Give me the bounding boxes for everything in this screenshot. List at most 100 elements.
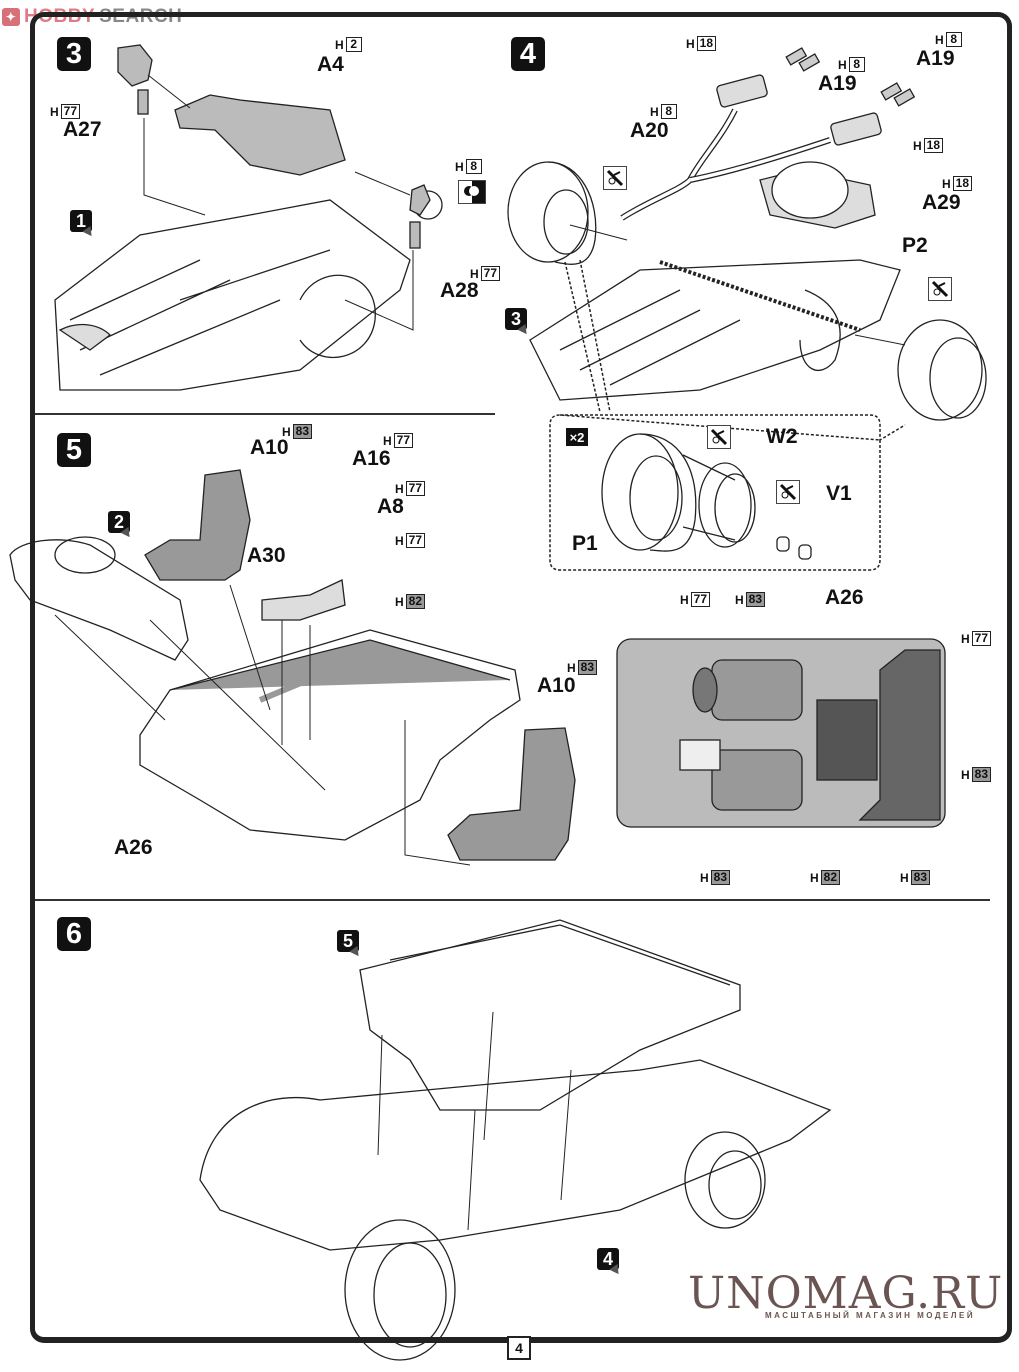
- step3-part-a28-drawing: [409, 184, 443, 249]
- part-label-a30: A30: [247, 544, 286, 567]
- color-code-box: 83: [577, 660, 598, 675]
- part-label-a20: A20: [630, 119, 669, 142]
- wheel-detail-callout: [549, 414, 906, 571]
- step-4-badge: 4: [511, 37, 545, 71]
- color-code-box: 18: [952, 176, 973, 191]
- color-prefix: H: [961, 767, 970, 782]
- top-view-color-h83-rear-floor: H 83: [900, 870, 931, 885]
- step5-tub-a26-drawing: [139, 629, 521, 841]
- top-view-part-label-a26: A26: [825, 586, 864, 609]
- color-code-box: 83: [745, 592, 766, 607]
- step4-right-wheel-drawing: [897, 319, 987, 421]
- color-code-a4: H 2: [335, 37, 362, 52]
- top-view-color-h77-wheel: H 77: [680, 592, 711, 607]
- color-code-muffler-left: H 18: [686, 36, 717, 51]
- color-code-a27: H 77: [50, 104, 81, 119]
- subassembly-ref-3: 3: [505, 308, 527, 330]
- part-label-p1: P1: [572, 532, 598, 555]
- color-code-a29: H 18: [942, 176, 973, 191]
- step4-chassis-drawing: [529, 259, 901, 401]
- color-code-box: 77: [971, 631, 992, 646]
- color-prefix: H: [735, 592, 744, 607]
- color-prefix: H: [50, 104, 59, 119]
- color-code-box: 77: [60, 104, 81, 119]
- part-label-a28: A28: [440, 279, 479, 302]
- part-label-a27: A27: [63, 118, 102, 141]
- step6-chassis-drawing: [199, 1059, 832, 1361]
- step5-console-a30-drawing: [261, 579, 346, 621]
- color-code-box: 18: [923, 138, 944, 153]
- color-code-box: 83: [710, 870, 731, 885]
- step-6-badge: 6: [57, 917, 91, 951]
- color-code-a19-right: H 8: [935, 32, 962, 47]
- color-code-a10-left: H 83: [282, 424, 313, 439]
- color-code-box: 77: [405, 481, 426, 496]
- wheel-detail-drawing: [601, 433, 812, 560]
- step5-seat-a10-left-drawing: [144, 469, 251, 581]
- part-label-v1: V1: [826, 482, 852, 505]
- color-prefix: H: [470, 266, 479, 281]
- color-code-box: 77: [480, 266, 501, 281]
- color-code-box: 83: [971, 767, 992, 782]
- color-prefix: H: [942, 176, 951, 191]
- step4-part-a29-drawing: [759, 161, 876, 229]
- color-code-a20: H 8: [650, 104, 677, 119]
- color-prefix: H: [935, 32, 944, 47]
- color-prefix: H: [650, 104, 659, 119]
- part-label-a16: A16: [352, 447, 391, 470]
- step5-dashboard-drawing: [9, 536, 189, 661]
- unomag-watermark-title: UNOMAG.RU: [688, 1268, 1004, 1319]
- part-label-w2: W2: [766, 425, 798, 448]
- color-code-box: 77: [393, 433, 414, 448]
- part-label-a29: A29: [922, 191, 961, 214]
- color-code-a28-h8: H 8: [455, 159, 482, 174]
- part-label-a26: A26: [114, 836, 153, 859]
- color-prefix: H: [395, 594, 404, 609]
- page-number: 4: [507, 1336, 531, 1360]
- color-prefix: H: [395, 533, 404, 548]
- color-prefix: H: [455, 159, 464, 174]
- step5-seat-a10-right-drawing: [447, 727, 576, 861]
- part-label-a19-right: A19: [916, 47, 955, 70]
- top-view-color-h77-rear: H 77: [961, 631, 992, 646]
- part-label-a10-left: A10: [250, 436, 289, 459]
- step-3-badge: 3: [57, 37, 91, 71]
- color-code-box: 8: [465, 159, 482, 174]
- color-prefix: H: [700, 870, 709, 885]
- no-glue-icon: [928, 277, 952, 301]
- color-code-a28: H 77: [470, 266, 501, 281]
- no-glue-icon: [707, 425, 731, 449]
- color-prefix: H: [335, 37, 344, 52]
- top-view-color-h83-seat: H 83: [735, 592, 766, 607]
- color-prefix: H: [686, 36, 695, 51]
- color-prefix: H: [838, 57, 847, 72]
- top-view-color-h83-belt: H 83: [961, 767, 992, 782]
- color-code-box: 8: [945, 32, 962, 47]
- section-divider: [35, 899, 990, 901]
- part-label-a8: A8: [377, 495, 404, 518]
- black-white-paint-icon: [458, 180, 486, 204]
- color-code-box: 77: [690, 592, 711, 607]
- step6-interior-drawing: [359, 919, 741, 1111]
- color-code-box: 2: [345, 37, 362, 52]
- step-5-badge: 5: [57, 433, 91, 467]
- color-prefix: H: [900, 870, 909, 885]
- subassembly-ref-2: 2: [108, 511, 130, 533]
- no-glue-icon: [603, 166, 627, 190]
- step3-part-a4-drawing: [174, 94, 346, 176]
- color-code-a30: H 77: [395, 533, 426, 548]
- color-prefix: H: [395, 481, 404, 496]
- flame-icon: ✦: [2, 8, 20, 26]
- step3-chassis-drawing: [54, 199, 411, 391]
- part-label-p2: P2: [902, 234, 928, 257]
- color-code-a16: H 77: [383, 433, 414, 448]
- color-code-box: 77: [405, 533, 426, 548]
- part-label-a19-left: A19: [818, 72, 857, 95]
- subassembly-ref-5: 5: [337, 930, 359, 952]
- color-prefix: H: [680, 592, 689, 607]
- color-code-box: 83: [292, 424, 313, 439]
- step5-top-view-drawing: [616, 638, 946, 828]
- color-prefix: H: [383, 433, 392, 448]
- color-code-muffler-right: H 18: [913, 138, 944, 153]
